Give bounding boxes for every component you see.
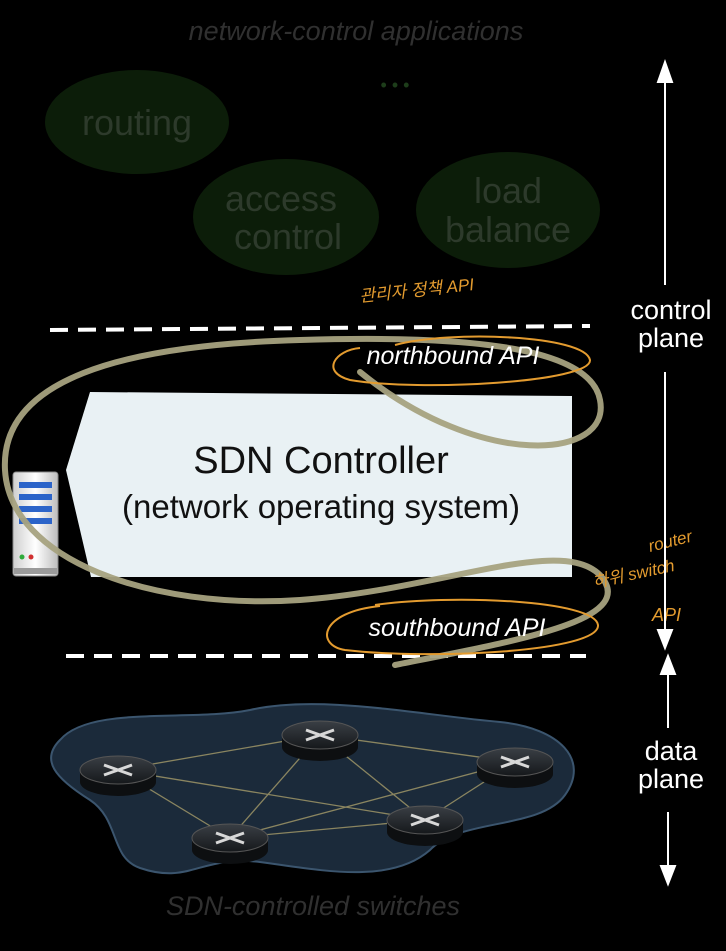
- data-plane-arrow: [659, 653, 677, 887]
- switch-icon: [281, 720, 359, 761]
- sdn-controller-box: SDN Controller (network operating system…: [66, 392, 572, 577]
- switch-icon: [476, 747, 554, 788]
- data-plane-label-line2: plane: [637, 764, 705, 795]
- handwritten-note-router: router: [646, 526, 695, 556]
- routing-app-bubble: routing: [45, 70, 229, 174]
- southbound-api-label: southbound API: [369, 614, 546, 642]
- handwritten-note-top: 관리자 정책 API: [358, 275, 475, 306]
- access-control-label-line1: access: [225, 178, 337, 219]
- apps-title: network-control applications: [189, 16, 524, 46]
- load-balance-label-line1: load: [474, 170, 542, 211]
- data-plane-label: data plane: [612, 737, 726, 794]
- load-balance-label-line2: balance: [445, 209, 571, 250]
- controller-title: SDN Controller: [193, 440, 449, 482]
- handwritten-scribble-loop: [1, 335, 611, 668]
- control-plane-arrow: [656, 58, 674, 651]
- routing-app-label: routing: [82, 102, 192, 143]
- switch-icon: [191, 823, 269, 864]
- control-plane-label-line1: control: [630, 295, 712, 325]
- load-balance-app-bubble: load balance: [416, 152, 600, 268]
- data-plane-label-line1: data: [644, 736, 698, 766]
- southbound-orange-circle: [326, 598, 600, 656]
- northbound-api-label: northbound API: [367, 342, 540, 370]
- northbound-divider-line: [49, 324, 591, 332]
- switch-icon: [386, 805, 464, 846]
- access-control-label-line2: control: [234, 216, 342, 257]
- controller-subtitle: (network operating system): [122, 488, 520, 525]
- server-icon: [12, 471, 59, 577]
- handwritten-note-api: API: [651, 605, 681, 625]
- access-control-app-bubble: access control: [193, 159, 379, 275]
- switches-caption: SDN-controlled switches: [166, 891, 460, 921]
- switch-icon: [79, 755, 157, 796]
- control-plane-label-line2: plane: [637, 323, 705, 354]
- control-plane-label: control plane: [612, 296, 726, 353]
- apps-ellipsis: • • •: [381, 75, 410, 95]
- northbound-orange-circle: [332, 335, 592, 387]
- handwritten-note-switch: 하위 switch: [591, 556, 676, 592]
